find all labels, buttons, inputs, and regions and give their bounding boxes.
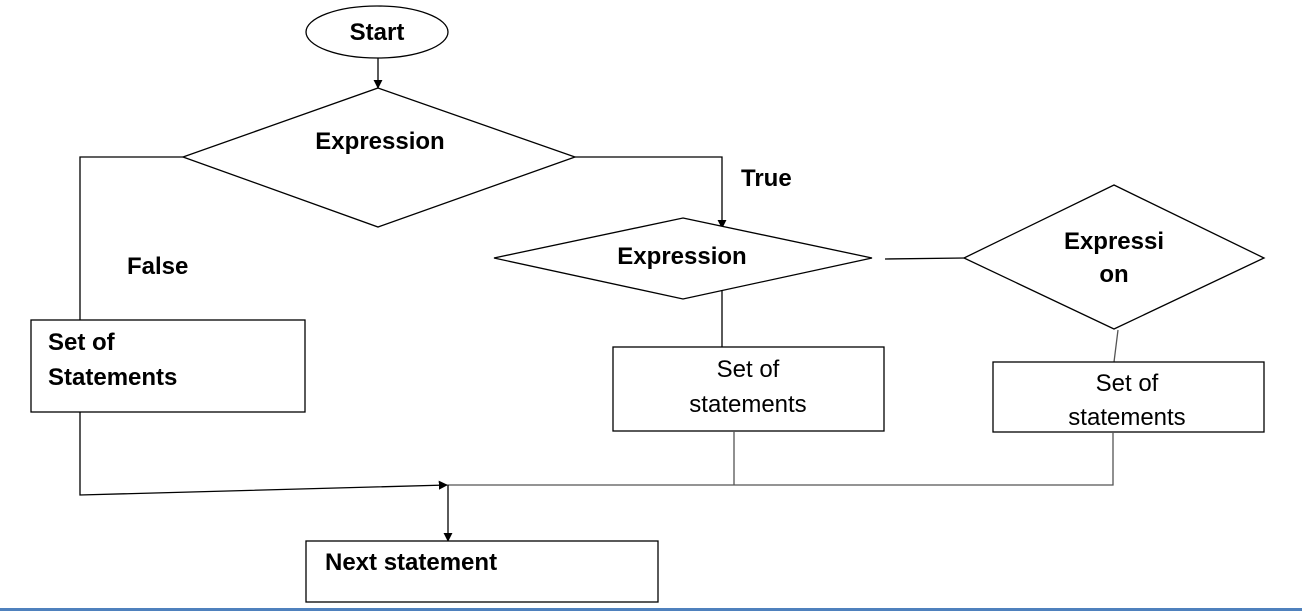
expression-true-label: Expression [617, 243, 746, 270]
start-node: Start [305, 5, 449, 59]
expression-to-right-connector [884, 257, 966, 260]
right-expression-to-set-connector [1113, 329, 1119, 363]
expression-right-decision: Expressi on [962, 184, 1266, 330]
slide-bottom-rule [0, 608, 1302, 611]
set-of-statements-middle: Set of statements [612, 346, 885, 432]
right-set-to-merge-connector [447, 432, 1114, 486]
set-middle-line1: Set of [717, 356, 780, 383]
set-of-statements-left: Set of Statements [30, 319, 306, 413]
set-of-statements-right: Set of statements [992, 361, 1265, 433]
set-left-line1: Set of [48, 329, 116, 356]
set-left-line2: Statements [48, 364, 177, 391]
expression-main-label: Expression [315, 128, 444, 155]
false-label: False [127, 253, 188, 280]
true-label: True [741, 165, 792, 192]
next-statement-node: Next statement [305, 540, 659, 603]
expression-true-decision: Expression [493, 217, 873, 300]
false-branch-connector [79, 156, 183, 320]
expression-right-line2: on [1099, 261, 1128, 288]
expression-right-line1: Expressi [1064, 228, 1164, 255]
left-set-to-merge-arrow [79, 412, 448, 496]
next-statement-label: Next statement [325, 549, 497, 576]
set-middle-line2: statements [689, 391, 806, 418]
set-right-line1: Set of [1096, 370, 1159, 397]
expression-main-decision: Expression [181, 87, 577, 228]
set-right-line2: statements [1068, 404, 1185, 431]
true-branch-arrow [575, 156, 727, 229]
start-label: Start [350, 19, 405, 46]
